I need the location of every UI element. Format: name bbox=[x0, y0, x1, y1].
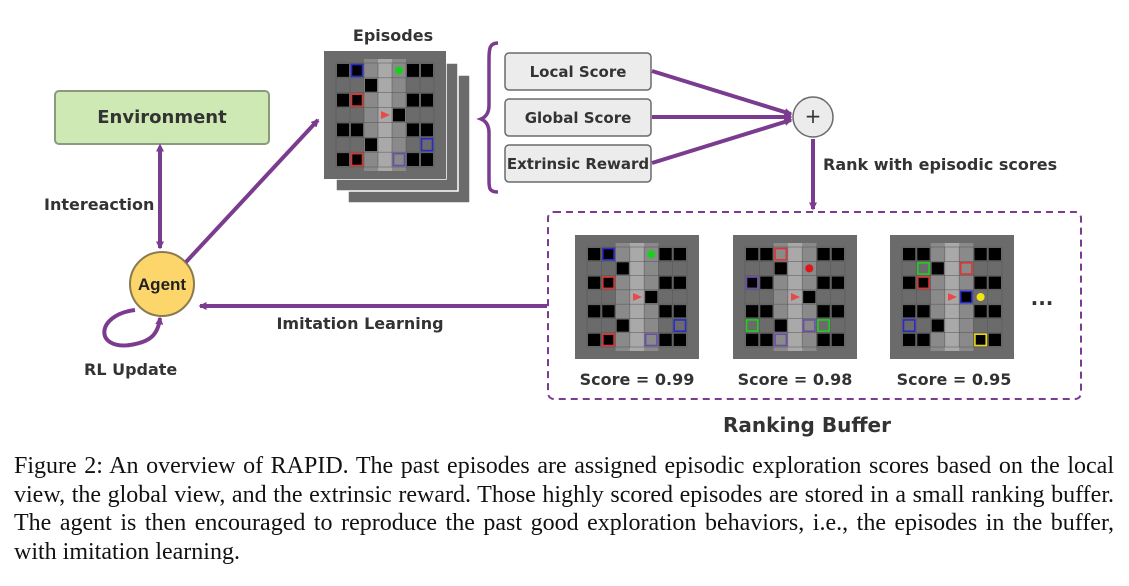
buffer-ellipsis: ... bbox=[1031, 286, 1054, 310]
buffer-score-1: Score = 0.99 bbox=[580, 370, 695, 389]
buffer-episode-1 bbox=[575, 235, 699, 359]
ranking-buffer-box bbox=[547, 211, 1082, 400]
environment-box: Environment bbox=[54, 90, 270, 145]
extrinsic-reward-arrow bbox=[651, 118, 793, 165]
sum-node: + bbox=[792, 96, 834, 138]
imitation-learning-label: Imitation Learning bbox=[276, 314, 443, 333]
global-score-label: Global Score bbox=[525, 109, 632, 127]
buffer-score-2: Score = 0.98 bbox=[738, 370, 853, 389]
buffer-score-3: Score = 0.95 bbox=[897, 370, 1012, 389]
extrinsic-reward-label: Extrinsic Reward bbox=[507, 155, 649, 173]
ranking-buffer-title: Ranking Buffer bbox=[723, 413, 891, 437]
agent-node: Agent bbox=[129, 251, 195, 317]
local-score-arrow bbox=[651, 69, 793, 116]
rl-update-loop-arrow bbox=[102, 308, 164, 348]
agent-to-episodes-arrow bbox=[184, 118, 320, 264]
episodes-stack bbox=[323, 50, 471, 204]
interaction-label: Intereaction bbox=[44, 195, 154, 214]
environment-label: Environment bbox=[97, 107, 227, 128]
buffer-episode-3 bbox=[890, 235, 1014, 359]
episodes-brace bbox=[476, 41, 499, 194]
buffer-episode-2 bbox=[733, 235, 857, 359]
global-score-box: Global Score bbox=[504, 98, 652, 137]
rank-label: Rank with episodic scores bbox=[823, 155, 1057, 174]
episodes-title: Episodes bbox=[353, 26, 433, 45]
extrinsic-reward-box: Extrinsic Reward bbox=[504, 144, 652, 183]
local-score-label: Local Score bbox=[530, 63, 627, 81]
episode-grid-front bbox=[324, 51, 446, 179]
agent-label: Agent bbox=[138, 275, 187, 294]
figure-caption: Figure 2: An overview of RAPID. The past… bbox=[14, 453, 1114, 565]
local-score-box: Local Score bbox=[504, 52, 652, 91]
rl-update-label: RL Update bbox=[84, 360, 177, 379]
rapid-overview-diagram: Environment Intereaction RL Update Agent… bbox=[44, 26, 1082, 437]
plus-symbol: + bbox=[805, 104, 822, 128]
